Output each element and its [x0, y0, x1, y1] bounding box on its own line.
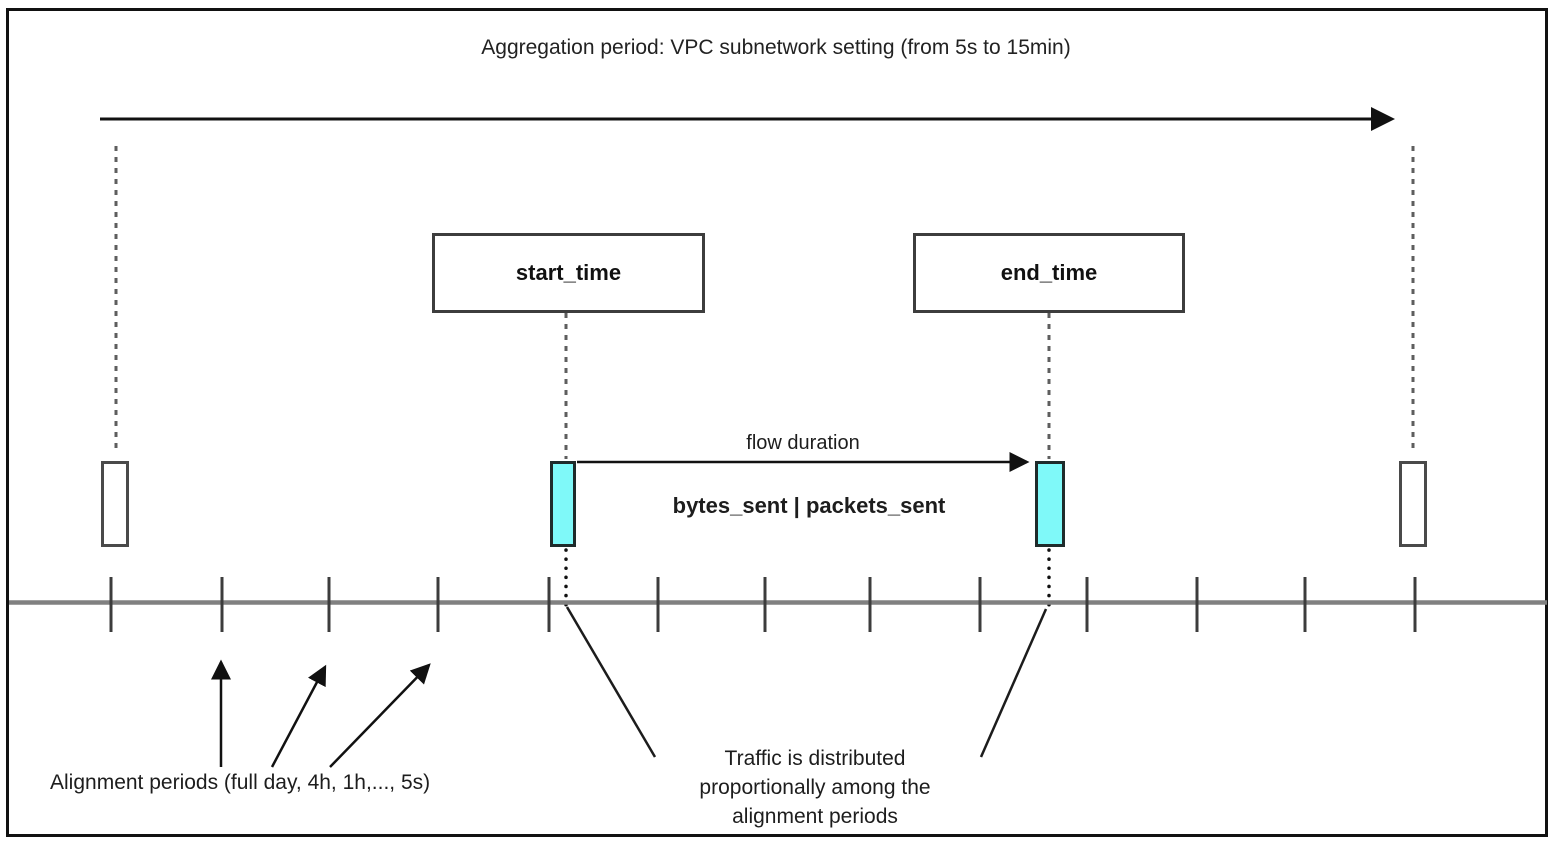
start-time-label: start_time	[515, 260, 622, 285]
flow-end-marker	[1035, 461, 1065, 547]
aggregation-window-right-marker	[1399, 461, 1427, 547]
alignment-periods-label: Alignment periods (full day, 4h, 1h,...,…	[50, 771, 431, 794]
flow-start-marker	[550, 461, 576, 547]
traffic-note-leader-left	[565, 606, 657, 758]
alignment-period-arrow-2	[270, 664, 327, 768]
diagram-title: Aggregation period: VPC subnetwork setti…	[481, 36, 1071, 59]
diagram-frame	[6, 8, 1548, 837]
alignment-period-arrow-3	[329, 663, 431, 768]
aggregation-window-left-marker	[101, 461, 129, 547]
end-time-box: end_time	[913, 233, 1185, 313]
start-time-box: start_time	[432, 233, 705, 313]
end-time-label: end_time	[1000, 260, 1098, 285]
traffic-note-leader-right	[979, 608, 1048, 758]
traffic-distribution-note: Traffic is distributed proportionally am…	[699, 747, 931, 828]
timeline-ticks	[109, 577, 1417, 632]
metrics-label: bytes_sent | packets_sent	[672, 493, 946, 518]
flow-duration-label: flow duration	[746, 432, 860, 454]
